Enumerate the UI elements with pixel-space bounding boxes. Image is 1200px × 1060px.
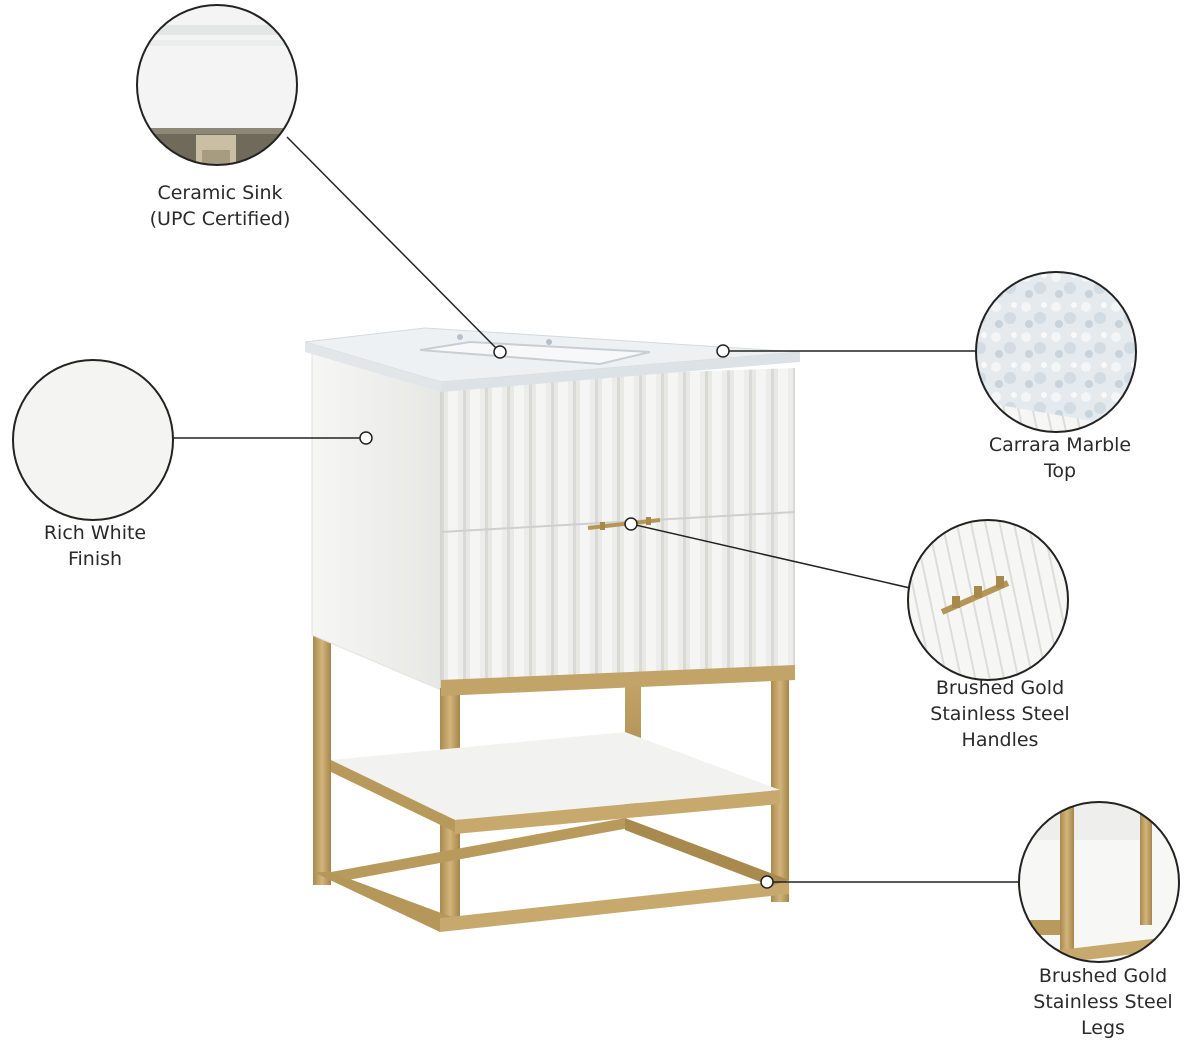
legs-label-line1: Brushed Gold	[1038, 965, 1168, 987]
marble-label: Carrara Marble Top	[975, 432, 1145, 484]
callout-dots	[359, 344, 774, 889]
sink-dot	[493, 345, 507, 359]
legs-dot	[760, 875, 774, 889]
handles-label-line1: Brushed Gold	[935, 677, 1065, 699]
sink-label-line1: Ceramic Sink	[157, 182, 283, 204]
vanity	[304, 327, 801, 932]
drawer-handle	[587, 517, 661, 530]
marble-label-line1: Carrara Marble	[988, 434, 1132, 456]
handles-label-line2: Stainless Steel	[930, 703, 1070, 725]
handle-dot	[624, 517, 638, 531]
handles-label: Brushed Gold Stainless Steel Handles	[905, 675, 1095, 753]
sink-label: Ceramic Sink (UPC Certified)	[135, 180, 305, 232]
finish-label-line2: Finish	[67, 548, 123, 570]
sink-label-line2: (UPC Certified)	[149, 208, 291, 230]
marble-dot	[716, 344, 730, 358]
handle-detail-circle	[907, 519, 1069, 681]
marble-detail-circle	[975, 271, 1137, 433]
gold-frame-front	[313, 665, 795, 932]
sink-basin	[419, 340, 651, 366]
finish-detail-circle	[12, 359, 174, 521]
marble-label-line2: Top	[1043, 460, 1077, 482]
bottom-shelf	[331, 732, 780, 820]
legs-label-line2: Stainless Steel	[1033, 991, 1173, 1013]
callout-lines	[173, 136, 1020, 883]
finish-label-line1: Rich White	[43, 522, 147, 544]
legs-detail-circle	[1018, 801, 1180, 963]
finish-label: Rich White Finish	[20, 520, 170, 572]
finish-dot	[359, 431, 373, 445]
legs-label-line3: Legs	[1081, 1017, 1125, 1039]
legs-label: Brushed Gold Stainless Steel Legs	[1013, 963, 1193, 1041]
sink-detail-circle	[136, 4, 298, 166]
handles-label-line3: Handles	[961, 729, 1039, 751]
cabinet-side	[311, 351, 442, 691]
cabinet-front	[441, 368, 795, 690]
